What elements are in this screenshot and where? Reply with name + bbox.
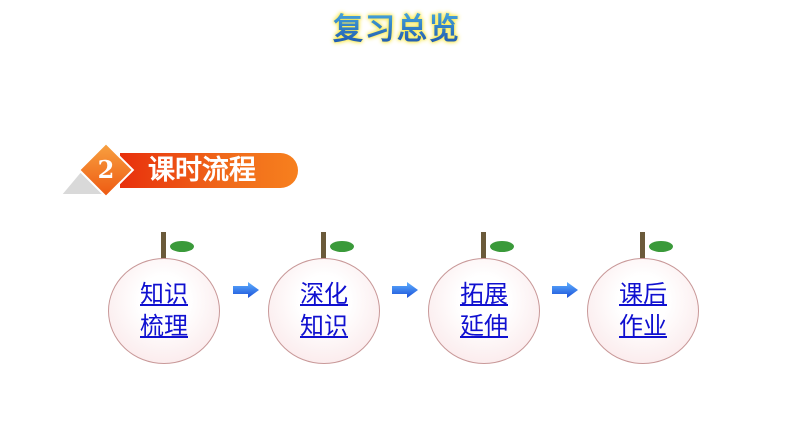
leaf-icon [330, 241, 354, 252]
fruit-body [268, 258, 380, 364]
arrow-right-icon [392, 282, 418, 298]
fruit-body [108, 258, 220, 364]
arrow-right-icon [552, 282, 578, 298]
stem-icon [640, 232, 645, 260]
step-link-1[interactable]: 知识梳理 [140, 280, 188, 340]
step-link-3[interactable]: 拓展延伸 [460, 280, 508, 340]
leaf-icon [170, 241, 194, 252]
leaf-icon [490, 241, 514, 252]
step-fruit-2: 深化知识 [268, 232, 380, 364]
section-banner [120, 153, 298, 188]
step-fruit-3: 拓展延伸 [428, 232, 540, 364]
stem-icon [481, 232, 486, 260]
step-link-4[interactable]: 课后作业 [619, 280, 667, 340]
arrow-right-icon [233, 282, 259, 298]
page-title: 复习总览 [0, 4, 794, 48]
step-fruit-4: 课后作业 [587, 232, 699, 364]
section-number: 2 [97, 155, 115, 184]
section-label: 课时流程 [148, 155, 256, 186]
step-link-2[interactable]: 深化知识 [300, 280, 348, 340]
stem-icon [321, 232, 326, 260]
fruit-body [428, 258, 540, 364]
fruit-body [587, 258, 699, 364]
stem-icon [161, 232, 166, 260]
leaf-icon [649, 241, 673, 252]
step-fruit-1: 知识梳理 [108, 232, 220, 364]
